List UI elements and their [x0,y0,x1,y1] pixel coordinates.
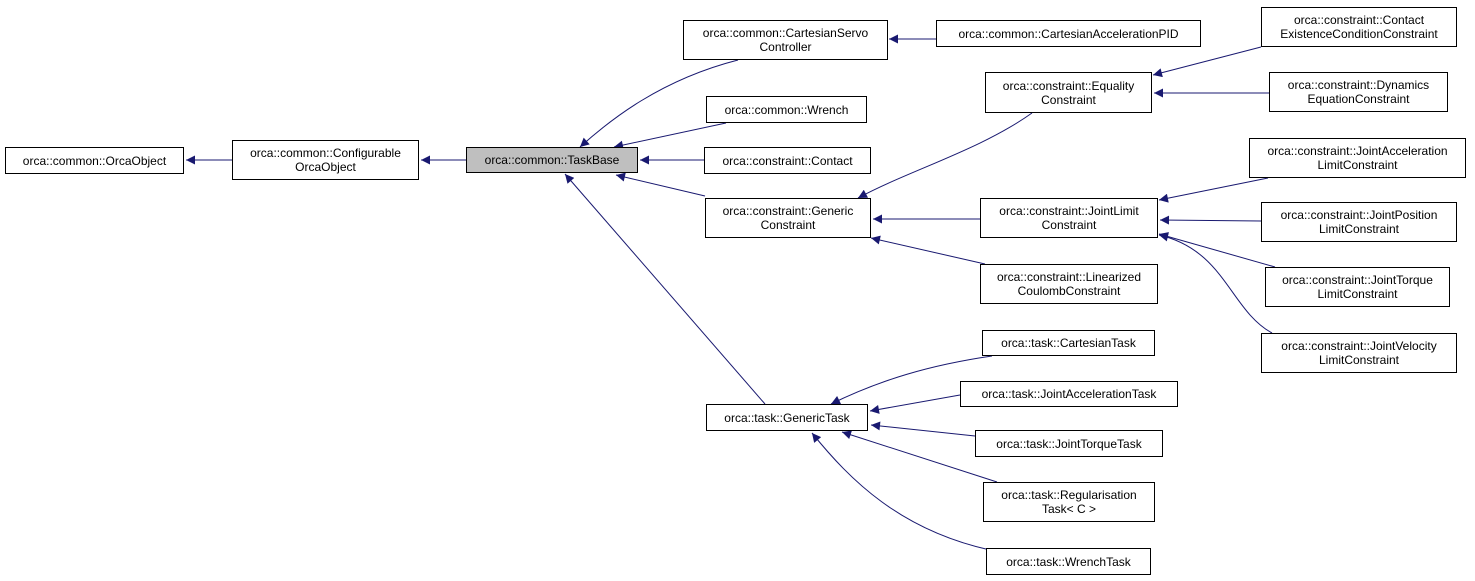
class-node-label: orca::task::WrenchTask [1006,554,1131,569]
class-node-label: orca::constraint::Generic [722,204,854,218]
class-node-label: orca::common::CartesianAccelerationPID [958,26,1179,41]
edge-generic-constraint-to-task-base [615,172,706,197]
class-node-label: LimitConstraint [1318,222,1400,236]
class-node-joint-acceleration-task[interactable]: orca::task::JointAccelerationTask [960,381,1178,407]
class-node-label: orca::task::JointAccelerationTask [981,387,1157,401]
class-node-label: orca::common::Wrench [724,102,849,117]
class-node-label: Constraint [760,218,816,232]
class-node-label: orca::constraint::JointPosition [1280,208,1438,222]
edge-joint-acceleration-task-to-generic-task [869,394,961,414]
edge-joint-acceleration-limit-constraint-to-joint-limit-constraint [1158,177,1269,203]
class-node-cartesian-task[interactable]: orca::task::CartesianTask [982,330,1155,356]
class-node-label: orca::task::JointTorqueTask [996,436,1142,451]
edge-linearized-coulomb-constraint-to-generic-constraint [870,235,986,265]
class-node-label: Task< C > [1041,502,1097,516]
edge-cartesian-servo-controller-to-task-base [579,59,739,148]
class-node-label: orca::constraint::JointVelocity [1281,339,1437,353]
class-node-orca-object[interactable]: orca::common::OrcaObject [5,147,184,174]
class-node-label: Constraint [1041,92,1096,107]
edge-contact-existence-condition-constraint-to-equality-constraint [1152,46,1262,78]
edge-joint-torque-task-to-generic-task [870,421,976,437]
edge-wrench-task-to-generic-task [811,432,991,551]
class-node-label: orca::constraint::JointTorque [1282,273,1433,287]
edge-equality-constraint-to-generic-constraint [857,112,1033,199]
class-node-label: OrcaObject [295,160,356,174]
class-node-label: LimitConstraint [1317,287,1398,301]
class-node-label: Controller [759,40,812,54]
edge-wrench-to-task-base [613,122,727,150]
class-node-generic-task[interactable]: orca::task::GenericTask [706,404,868,431]
class-node-label: orca::constraint::Contact [1293,13,1425,27]
edge-joint-velocity-limit-constraint-to-joint-limit-constraint [1158,232,1273,334]
class-node-label: orca::constraint::JointAcceleration [1267,144,1448,158]
class-node-contact[interactable]: orca::constraint::Contact [704,147,871,174]
class-node-label: orca::constraint::Dynamics [1287,78,1430,92]
edge-regularisation-task-to-generic-task [841,430,998,483]
class-node-label: orca::constraint::Contact [722,153,853,168]
class-node-wrench[interactable]: orca::common::Wrench [706,96,867,123]
class-node-label: orca::constraint::Linearized [996,270,1142,284]
class-node-task-base: orca::common::TaskBase [466,147,638,173]
class-node-label: orca::common::TaskBase [484,153,620,167]
edge-cartesian-task-to-generic-task [830,355,993,405]
class-node-cartesian-acceleration-pid[interactable]: orca::common::CartesianAccelerationPID [936,20,1201,47]
class-node-label: EquationConstraint [1307,92,1410,106]
class-node-wrench-task[interactable]: orca::task::WrenchTask [986,548,1151,575]
class-node-label: LimitConstraint [1318,353,1400,367]
edge-joint-torque-limit-constraint-to-joint-limit-constraint [1158,232,1276,268]
class-node-label: orca::constraint::JointLimit [999,204,1139,218]
class-node-label: orca::common::CartesianServo [702,26,869,40]
class-node-label: orca::task::Regularisation [1001,488,1137,502]
class-node-label: orca::task::GenericTask [724,410,850,425]
class-node-label: ExistenceConditionConstraint [1280,27,1438,41]
class-node-label: orca::task::CartesianTask [1001,336,1136,350]
class-node-label: CoulombConstraint [1017,284,1121,298]
class-node-label: Constraint [1041,218,1097,232]
class-node-label: orca::common::OrcaObject [22,153,167,168]
class-node-label: orca::constraint::Equality [1002,78,1135,93]
class-node-label: LimitConstraint [1317,158,1398,172]
edge-generic-task-to-task-base [564,173,766,405]
class-node-label: orca::common::Configurable [250,146,401,160]
class-node-joint-torque-task[interactable]: orca::task::JointTorqueTask [975,430,1163,457]
edge-joint-position-limit-constraint-to-joint-limit-constraint [1159,215,1262,225]
